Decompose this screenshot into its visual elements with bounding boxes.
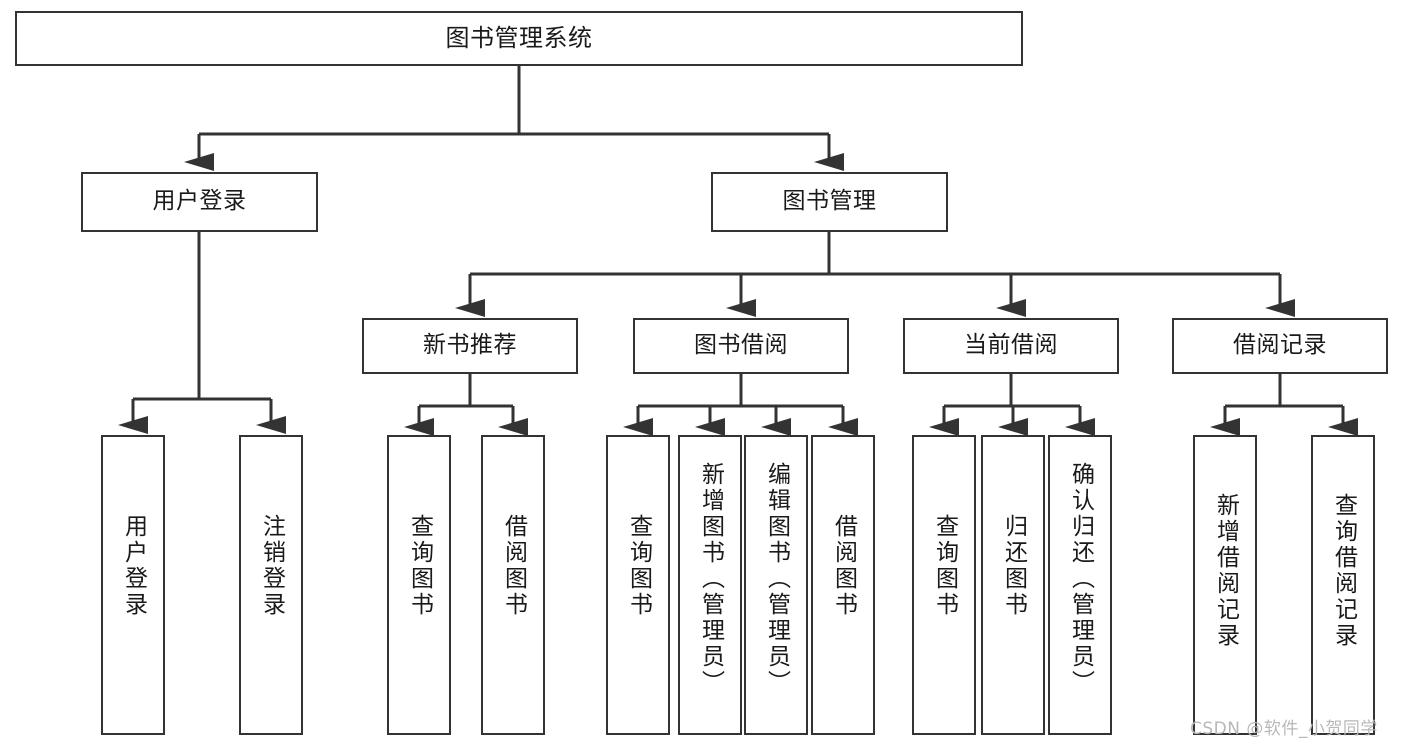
node-label-leaf-query-book-2: 查询图书 xyxy=(625,514,652,618)
node-leaf-borrow-book-2[interactable]: 借阅图书 xyxy=(811,435,875,735)
node-leaf-add-book[interactable]: 新增图书（管理员） xyxy=(678,435,742,735)
node-label-new-book-recommend: 新书推荐 xyxy=(423,332,517,359)
node-leaf-user-login[interactable]: 用户登录 xyxy=(101,435,165,735)
node-label-book-borrow: 图书借阅 xyxy=(694,332,788,359)
node-label-current-borrow: 当前借阅 xyxy=(964,332,1058,359)
node-label-leaf-borrow-book-2: 借阅图书 xyxy=(830,514,857,618)
node-leaf-query-book-2[interactable]: 查询图书 xyxy=(606,435,670,735)
node-label-leaf-return-book: 归还图书 xyxy=(1000,514,1027,618)
node-leaf-edit-book[interactable]: 编辑图书（管理员） xyxy=(744,435,808,735)
node-label-user-login: 用户登录 xyxy=(152,188,247,215)
node-leaf-query-record[interactable]: 查询借阅记录 xyxy=(1311,435,1375,735)
node-leaf-confirm-return[interactable]: 确认归还（管理员） xyxy=(1048,435,1112,735)
node-label-root: 图书管理系统 xyxy=(445,24,593,53)
node-leaf-add-record[interactable]: 新增借阅记录 xyxy=(1193,435,1257,735)
node-user-login[interactable]: 用户登录 xyxy=(81,172,318,232)
node-leaf-query-book-1[interactable]: 查询图书 xyxy=(387,435,451,735)
node-label-leaf-add-record: 新增借阅记录 xyxy=(1212,493,1239,649)
node-borrow-record[interactable]: 借阅记录 xyxy=(1172,318,1388,374)
node-leaf-logout[interactable]: 注销登录 xyxy=(239,435,303,735)
node-leaf-query-book-3[interactable]: 查询图书 xyxy=(912,435,976,735)
node-label-leaf-query-record: 查询借阅记录 xyxy=(1330,493,1357,649)
node-leaf-borrow-book-1[interactable]: 借阅图书 xyxy=(481,435,545,735)
node-label-leaf-query-book-1: 查询图书 xyxy=(406,514,433,618)
node-label-leaf-confirm-return: 确认归还（管理员） xyxy=(1067,462,1094,696)
node-label-book-manage: 图书管理 xyxy=(782,188,877,215)
node-label-leaf-borrow-book-1: 借阅图书 xyxy=(500,514,527,618)
node-current-borrow[interactable]: 当前借阅 xyxy=(903,318,1119,374)
node-book-borrow[interactable]: 图书借阅 xyxy=(633,318,849,374)
node-label-leaf-add-book: 新增图书（管理员） xyxy=(697,462,724,696)
node-book-manage[interactable]: 图书管理 xyxy=(711,172,948,232)
node-label-borrow-record: 借阅记录 xyxy=(1233,332,1327,359)
node-label-leaf-edit-book: 编辑图书（管理员） xyxy=(763,462,790,696)
node-leaf-return-book[interactable]: 归还图书 xyxy=(981,435,1045,735)
node-label-leaf-user-login: 用户登录 xyxy=(120,514,147,618)
node-label-leaf-logout: 注销登录 xyxy=(258,514,285,618)
node-label-leaf-query-book-3: 查询图书 xyxy=(931,514,958,618)
node-new-book-recommend[interactable]: 新书推荐 xyxy=(362,318,578,374)
node-root-system[interactable]: 图书管理系统 xyxy=(15,11,1023,66)
